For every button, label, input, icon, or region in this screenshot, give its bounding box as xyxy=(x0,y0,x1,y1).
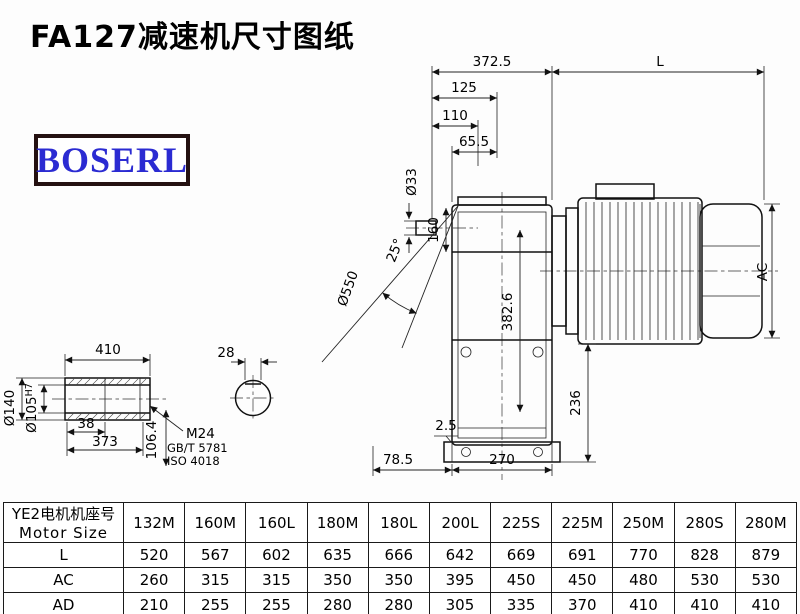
bolt-hole xyxy=(532,346,544,358)
table-col-header: 160M xyxy=(184,502,247,543)
table-cell: 350 xyxy=(367,567,430,593)
dim-106-4: 106.4 xyxy=(144,421,160,460)
dim-dia-140: Ø140 xyxy=(2,390,18,426)
table-col-header: 200L xyxy=(428,502,492,543)
dim-flange-diameter: Ø550 xyxy=(334,269,361,309)
thread-callout-m24: M24 xyxy=(186,426,215,442)
dim-382-6: 382.6 xyxy=(500,293,516,332)
motor-body xyxy=(577,197,703,345)
table-col-header: 225M xyxy=(551,502,614,543)
dim-125: 125 xyxy=(451,80,477,96)
output-shaft-detail xyxy=(64,377,151,421)
motor xyxy=(551,183,763,345)
table-col-header: 160L xyxy=(245,502,308,543)
table-cell: 410 xyxy=(612,592,675,614)
dim-410: 410 xyxy=(95,342,121,358)
terminal-box xyxy=(595,183,655,200)
input-shaft-stub xyxy=(415,220,437,236)
table-cell: 530 xyxy=(673,567,736,593)
table-cell: 635 xyxy=(306,542,369,568)
dim-270: 270 xyxy=(489,452,515,468)
table-cell: 410 xyxy=(734,592,798,614)
table-cell: 480 xyxy=(612,567,675,593)
table-cell: 450 xyxy=(490,567,553,593)
row-label: L xyxy=(3,542,124,568)
dim-L: L xyxy=(656,54,664,70)
bolt-hole xyxy=(460,346,472,358)
table-col-header: 225S xyxy=(490,502,553,543)
table-cell: 260 xyxy=(122,567,186,593)
table-cell: 520 xyxy=(122,542,186,568)
table-cell: 669 xyxy=(490,542,553,568)
page-title: FA127减速机尺寸图纸 xyxy=(30,20,355,55)
bolt-hole xyxy=(533,447,543,457)
table-cell: 350 xyxy=(306,567,369,593)
table-header-motor-size: YE2电机机座号 Motor Size xyxy=(3,502,124,543)
dim-78-5: 78.5 xyxy=(383,452,413,468)
table-cell: 879 xyxy=(734,542,798,568)
dim-65-5: 65.5 xyxy=(459,134,489,150)
dim-372-5: 372.5 xyxy=(473,54,512,70)
table-col-header: 180L xyxy=(367,502,430,543)
standard-iso-4018: ISO 4018 xyxy=(167,454,220,468)
dim-angle-25: 25° xyxy=(383,236,407,264)
dimension-lines xyxy=(16,66,780,476)
centerlines xyxy=(52,192,778,480)
dim-AC: AC xyxy=(755,263,771,281)
table-col-header: 280S xyxy=(673,502,736,543)
table-col-header: 280M xyxy=(734,502,798,543)
table-cell: 828 xyxy=(673,542,736,568)
motor-fins xyxy=(585,202,699,340)
dimension-labels: 372.5 L 125 110 65.5 Ø33 160 25° Ø550 38… xyxy=(2,54,771,468)
table-cell: 602 xyxy=(245,542,308,568)
table-cell: 280 xyxy=(367,592,430,614)
table-cell: 335 xyxy=(490,592,553,614)
dim-dia-105-h7: Ø105H7 xyxy=(24,383,40,433)
table-cell: 567 xyxy=(184,542,247,568)
motor-size-header-en: Motor Size xyxy=(19,524,108,542)
row-label: AD xyxy=(3,592,124,614)
table-cell: 370 xyxy=(551,592,614,614)
bolt-hole xyxy=(461,447,471,457)
motor-size-header-cn: YE2电机机座号 xyxy=(11,505,116,523)
dim-373: 373 xyxy=(92,434,118,450)
dim-160: 160 xyxy=(426,217,442,243)
table-cell: 315 xyxy=(245,567,308,593)
table-cell: 395 xyxy=(428,567,492,593)
table-cell: 410 xyxy=(673,592,736,614)
table-cell: 305 xyxy=(428,592,492,614)
key-section-view xyxy=(234,379,272,417)
reducer-drawing: 372.5 L 125 110 65.5 Ø33 160 25° Ø550 38… xyxy=(2,54,780,480)
dim-2-5: 2.5 xyxy=(435,418,456,434)
table-cell: 666 xyxy=(367,542,430,568)
dim-shaft-diameter: Ø33 xyxy=(404,168,420,196)
table-cell: 691 xyxy=(551,542,614,568)
table-cell: 450 xyxy=(551,567,614,593)
table-cell: 315 xyxy=(184,567,247,593)
logo-text: BOSERL xyxy=(35,140,189,180)
boserl-logo: BOSERL xyxy=(34,134,190,186)
dim-38: 38 xyxy=(77,416,94,432)
row-label: AC xyxy=(3,567,124,593)
table-cell: 642 xyxy=(428,542,492,568)
table-cell: 255 xyxy=(245,592,308,614)
table-cell: 770 xyxy=(612,542,675,568)
table-cell: 280 xyxy=(306,592,369,614)
table-col-header: 180M xyxy=(306,502,369,543)
dim-110: 110 xyxy=(442,108,468,124)
table-col-header: 132M xyxy=(122,502,186,543)
table-col-header: 250M xyxy=(612,502,675,543)
table-cell: 210 xyxy=(122,592,186,614)
table-cell: 530 xyxy=(734,567,798,593)
dim-236: 236 xyxy=(568,390,584,416)
table-cell: 255 xyxy=(184,592,247,614)
dim-key-28: 28 xyxy=(217,345,234,361)
standard-gbt-5781: GB/T 5781 xyxy=(167,441,228,455)
